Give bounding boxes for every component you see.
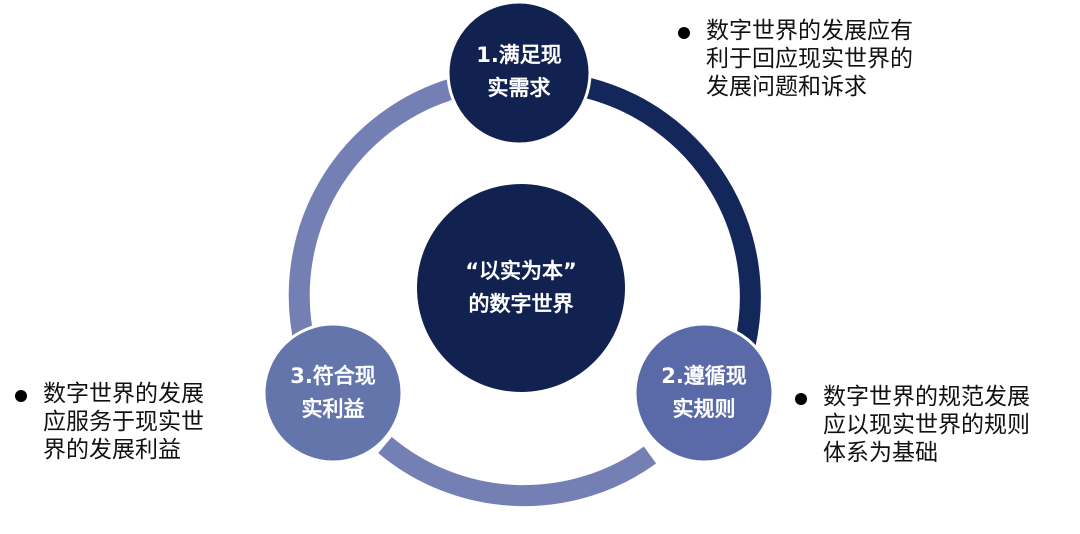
note-2-line-2: 应以现实世界的规则 [823, 412, 1030, 438]
node-3-circle [262, 322, 404, 464]
note-1-line-2: 利于回应现实世界的 [706, 46, 913, 72]
center-circle [417, 184, 625, 392]
node-3-label-line1: 3.符合现 [290, 364, 376, 388]
center-label-line2: 的数字世界 [469, 292, 574, 316]
bullet-icon [795, 393, 807, 405]
note-3-line-2: 应服务于现实世 [43, 409, 204, 435]
ring-arc-left [288, 77, 458, 348]
note-2: 数字世界的规范发展 应以现实世界的规则 体系为基础 [795, 383, 1030, 467]
note-3-line-3: 界的发展利益 [43, 437, 181, 463]
node-2-label-line2: 实规则 [673, 397, 736, 421]
note-1-line-3: 发展问题和诉求 [706, 74, 867, 100]
bullet-icon [678, 27, 690, 39]
center-label-line1: “以实为本” [465, 259, 577, 283]
note-2-line-3: 体系为基础 [823, 440, 938, 466]
node-3-label-line2: 实利益 [302, 397, 365, 421]
node-2-label-line1: 2.遵循现 [661, 364, 747, 388]
node-1-label-line2: 实需求 [488, 76, 551, 100]
bullet-icon [15, 390, 27, 402]
node-1-label-line1: 1.满足现 [476, 43, 562, 67]
ring-arc-bottom [378, 436, 657, 507]
ring-arc-right [585, 77, 761, 348]
note-3: 数字世界的发展 应服务于现实世 界的发展利益 [15, 380, 204, 464]
note-3-line-1: 数字世界的发展 [43, 381, 204, 407]
node-1-circle [446, 0, 592, 146]
note-1: 数字世界的发展应有 利于回应现实世界的 发展问题和诉求 [678, 17, 913, 101]
note-1-line-1: 数字世界的发展应有 [706, 18, 913, 44]
note-2-line-1: 数字世界的规范发展 [823, 384, 1030, 410]
node-2-circle [633, 322, 775, 464]
